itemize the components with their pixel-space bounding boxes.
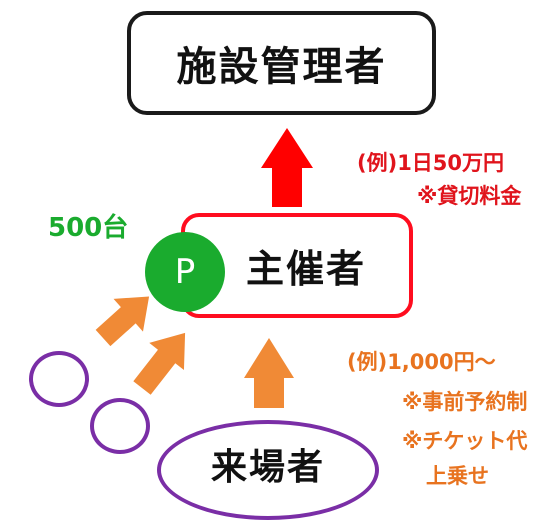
- parking-icon-letter: P: [174, 252, 196, 292]
- rental-fee-amount: (例)1日50万円: [357, 151, 505, 175]
- visitor-label: 来場者: [210, 447, 325, 488]
- rental-fee-note: ※貸切料金: [417, 184, 522, 208]
- orange-diagonal-arrow-upper: [95, 296, 150, 347]
- visitor-circle-small-1: [29, 351, 89, 407]
- visitor-fee-note-ticket: ※チケット代: [402, 429, 528, 453]
- visitor-circle-small-2: [90, 398, 150, 454]
- facility-manager-box: 施設管理者: [127, 11, 436, 115]
- visitor-fee-note-reservation: ※事前予約制: [402, 390, 528, 414]
- red-up-arrow: [261, 128, 313, 207]
- organizer-label: 主催者: [245, 247, 366, 291]
- arrows-layer: [95, 128, 313, 408]
- visitor-ellipse: 来場者: [157, 420, 379, 520]
- visitor-fee-amount: (例)1,000円～: [347, 350, 496, 374]
- parking-icon: P: [145, 232, 225, 312]
- orange-up-arrow: [244, 338, 294, 408]
- orange-diagonal-arrow-lower: [133, 332, 186, 395]
- parking-count: 500台: [48, 213, 129, 243]
- visitor-fee-note-surcharge: 上乗せ: [426, 464, 489, 488]
- facility-manager-label: 施設管理者: [176, 44, 387, 90]
